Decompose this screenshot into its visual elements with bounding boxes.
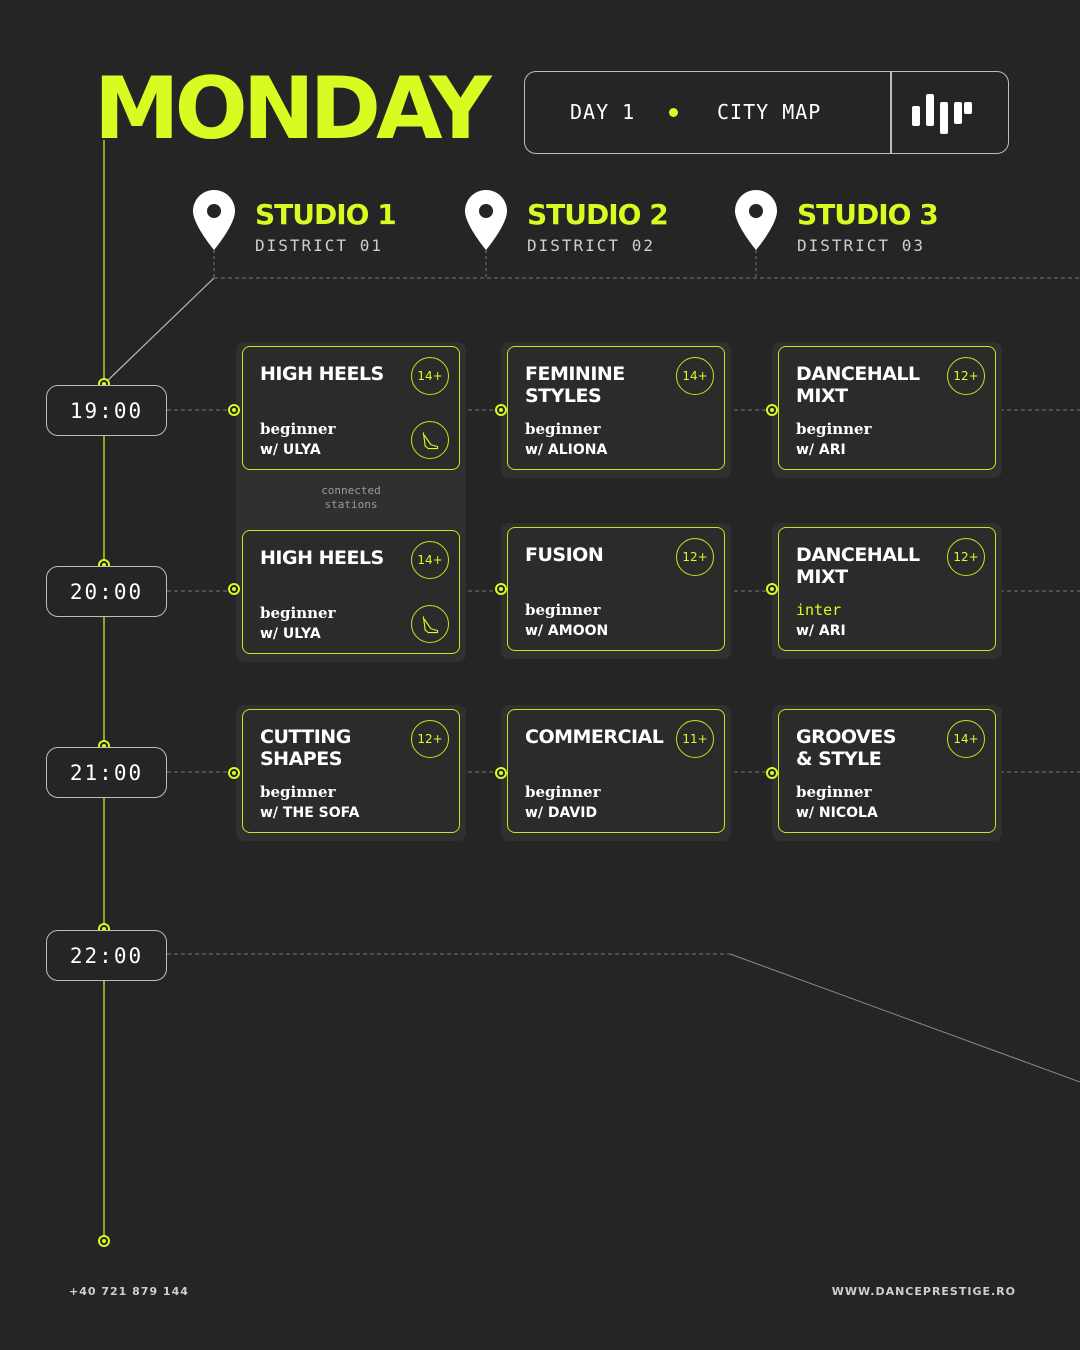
class-card[interactable]: DANCEHALL MIXT 12+ inter w/ ARI <box>778 527 996 651</box>
class-level: beginner <box>525 783 601 801</box>
station-node <box>495 767 507 779</box>
age-badge: 12+ <box>676 538 714 576</box>
dance-prestige-logo-icon <box>912 94 972 134</box>
header-box: DAY 1 CITY MAP <box>524 71 1009 154</box>
map-pin-icon <box>735 190 777 250</box>
studio-name: STUDIO 1 <box>255 198 397 231</box>
station-node <box>495 583 507 595</box>
studio-district: DISTRICT 03 <box>797 236 925 255</box>
header-divider <box>890 72 892 153</box>
class-title: FUSION <box>525 544 604 566</box>
class-title: CUTTING SHAPES <box>260 726 351 770</box>
station-node <box>495 404 507 416</box>
city-map-label: CITY MAP <box>717 100 822 124</box>
station-node <box>228 404 240 416</box>
class-teacher: w/ DAVID <box>525 805 598 821</box>
connected-text: connected stations <box>321 484 381 511</box>
class-card[interactable]: FEMININE STYLES 14+ beginner w/ ALIONA <box>507 346 725 470</box>
class-teacher: w/ ARI <box>796 442 846 458</box>
studio-name: STUDIO 2 <box>527 198 669 231</box>
high-heel-icon <box>411 605 449 643</box>
age-badge: 11+ <box>676 720 714 758</box>
separator-dot <box>669 108 678 117</box>
class-level: beginner <box>260 604 336 622</box>
age-badge: 14+ <box>676 357 714 395</box>
class-level: beginner <box>260 420 336 438</box>
station-node <box>766 767 778 779</box>
class-title: HIGH HEELS <box>260 363 384 385</box>
class-teacher: w/ ARI <box>796 623 846 639</box>
station-node <box>766 583 778 595</box>
page-title: MONDAY <box>94 59 492 159</box>
class-title: DANCEHALL MIXT <box>796 544 920 588</box>
timeline-end-node <box>98 1235 110 1247</box>
class-title: FEMININE STYLES <box>525 363 625 407</box>
time-label: 19:00 <box>46 385 167 436</box>
class-teacher: w/ ULYA <box>260 626 321 642</box>
class-level: beginner <box>260 783 336 801</box>
class-title: GROOVES & STYLE <box>796 726 896 770</box>
connected-stations-label: connected stations <box>236 484 466 512</box>
station-node <box>766 404 778 416</box>
age-badge: 14+ <box>411 541 449 579</box>
class-card[interactable]: HIGH HEELS 14+ beginner w/ ULYA <box>242 530 460 654</box>
class-teacher: w/ NICOLA <box>796 805 878 821</box>
class-level: beginner <box>796 783 872 801</box>
age-badge: 14+ <box>947 720 985 758</box>
class-card[interactable]: DANCEHALL MIXT 12+ beginner w/ ARI <box>778 346 996 470</box>
studio-district: DISTRICT 02 <box>527 236 655 255</box>
day-label: DAY 1 <box>570 100 636 124</box>
age-badge: 12+ <box>947 357 985 395</box>
map-pin-icon <box>465 190 507 250</box>
station-node <box>228 583 240 595</box>
class-teacher: w/ AMOON <box>525 623 609 639</box>
age-badge: 14+ <box>411 357 449 395</box>
map-pin-icon <box>193 190 235 250</box>
class-level: beginner <box>796 420 872 438</box>
class-teacher: w/ ULYA <box>260 442 321 458</box>
studio-name: STUDIO 3 <box>797 198 939 231</box>
class-teacher: w/ ALIONA <box>525 442 608 458</box>
class-card[interactable]: COMMERCIAL 11+ beginner w/ DAVID <box>507 709 725 833</box>
time-label: 21:00 <box>46 747 167 798</box>
class-teacher: w/ THE SOFA <box>260 805 360 821</box>
studio-district: DISTRICT 01 <box>255 236 383 255</box>
age-badge: 12+ <box>411 720 449 758</box>
class-card[interactable]: CUTTING SHAPES 12+ beginner w/ THE SOFA <box>242 709 460 833</box>
class-level: beginner <box>525 420 601 438</box>
class-level: beginner <box>525 601 601 619</box>
class-level: inter <box>796 601 842 619</box>
age-badge: 12+ <box>947 538 985 576</box>
class-card[interactable]: HIGH HEELS 14+ beginner w/ ULYA <box>242 346 460 470</box>
time-label: 20:00 <box>46 566 167 617</box>
class-title: COMMERCIAL <box>525 726 664 748</box>
class-card[interactable]: GROOVES & STYLE 14+ beginner w/ NICOLA <box>778 709 996 833</box>
class-title: HIGH HEELS <box>260 547 384 569</box>
high-heel-icon <box>411 421 449 459</box>
class-title: DANCEHALL MIXT <box>796 363 920 407</box>
station-node <box>228 767 240 779</box>
time-label: 22:00 <box>46 930 167 981</box>
phone-number[interactable]: +40 721 879 144 <box>69 1285 189 1298</box>
class-card[interactable]: FUSION 12+ beginner w/ AMOON <box>507 527 725 651</box>
website-link[interactable]: WWW.DANCEPRESTIGE.RO <box>831 1285 1016 1298</box>
